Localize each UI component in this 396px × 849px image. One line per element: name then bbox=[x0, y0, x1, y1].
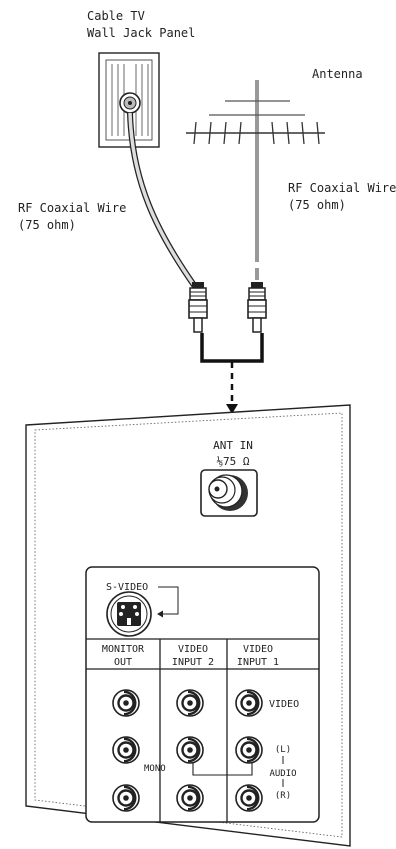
mono-label: MONO bbox=[144, 764, 166, 774]
s-video-label: S-VIDEO bbox=[106, 582, 148, 593]
rf-coaxial-right-line1: RF Coaxial Wire bbox=[288, 181, 396, 195]
audio-right-label: (R) bbox=[275, 791, 291, 801]
video-input2-audio-left-jack bbox=[175, 735, 205, 765]
f-connector-right bbox=[247, 281, 267, 333]
wall-jack-label-line1: Cable TV bbox=[87, 9, 145, 23]
audio-left-label: (L) bbox=[275, 745, 291, 755]
rf-coaxial-left-line2: (75 ohm) bbox=[18, 218, 76, 232]
monitor-out-audio-right-jack bbox=[111, 783, 141, 813]
monitor-out-video-jack bbox=[111, 688, 141, 718]
antenna-icon bbox=[186, 80, 325, 245]
video-input2-video-jack bbox=[175, 688, 205, 718]
mono-bridge bbox=[192, 760, 253, 776]
f-connector-left bbox=[188, 281, 208, 333]
monitor-out-audio-left-jack bbox=[111, 735, 141, 765]
video-input2-label-line2: INPUT 2 bbox=[172, 657, 214, 668]
video-input1-label-line2: INPUT 1 bbox=[237, 657, 279, 668]
video-input1-video-jack bbox=[234, 688, 264, 718]
rf-coaxial-right-line2: (75 ohm) bbox=[288, 198, 346, 212]
antenna-label: Antenna bbox=[312, 67, 363, 81]
video-label: VIDEO bbox=[269, 699, 299, 710]
rf-coaxial-left-line1: RF Coaxial Wire bbox=[18, 201, 126, 215]
video-input1-label-line1: VIDEO bbox=[243, 644, 273, 655]
video-input1-audio-left-jack bbox=[234, 735, 264, 765]
s-video-jack bbox=[106, 591, 152, 637]
video-input2-audio-right-jack bbox=[175, 783, 205, 813]
audio-label: AUDIO bbox=[269, 769, 296, 779]
video-input2-label-line1: VIDEO bbox=[178, 644, 208, 655]
ant-in-label-line2: ⅑75 Ω bbox=[216, 455, 249, 468]
video-input1-audio-right-jack bbox=[234, 783, 264, 813]
wall-jack-label-line2: Wall Jack Panel bbox=[87, 26, 195, 40]
ant-in-label-line1: ANT IN bbox=[213, 439, 253, 452]
coaxial-cable-left bbox=[127, 112, 199, 290]
ant-in-jack bbox=[200, 469, 258, 517]
monitor-out-label-line1: MONITOR bbox=[102, 644, 145, 655]
splitter-bracket bbox=[200, 333, 264, 414]
monitor-out-label-line2: OUT bbox=[114, 657, 132, 668]
